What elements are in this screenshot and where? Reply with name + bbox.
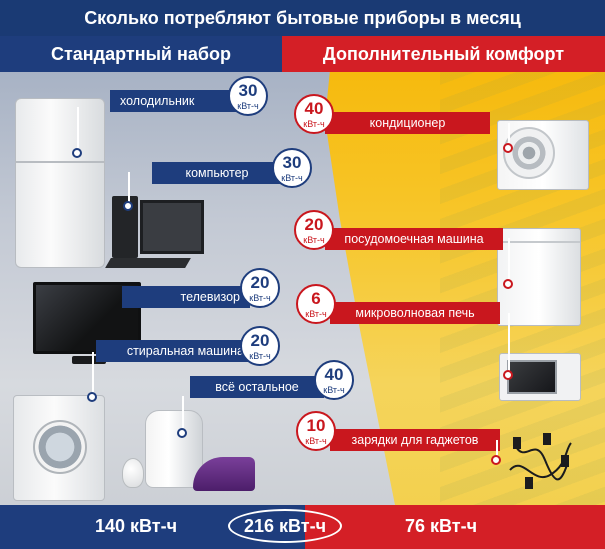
- badge-unit: кВт-ч: [303, 235, 325, 245]
- header-standard: Стандартный набор: [0, 36, 282, 72]
- connector-line: [508, 313, 510, 375]
- badge-value: 30: [282, 153, 302, 172]
- light-bulb-image: [122, 458, 144, 488]
- label-washing-machine: стиральная машина: [96, 340, 254, 362]
- badge-computer: 30 кВт-ч: [272, 148, 312, 188]
- label-air-conditioner: кондиционер: [325, 112, 490, 134]
- badge-other: 40 кВт-ч: [314, 360, 354, 400]
- badge-dishwasher: 20 кВт-ч: [294, 210, 334, 250]
- badge-value: 20: [250, 331, 270, 350]
- keyboard-image: [105, 258, 191, 268]
- badge-value: 20: [250, 273, 270, 292]
- computer-monitor-image: [140, 200, 204, 254]
- label-tv: телевизор: [122, 286, 250, 308]
- badge-unit: кВт-ч: [237, 101, 259, 111]
- badge-value: 40: [304, 99, 324, 118]
- connector-dot: [491, 455, 501, 465]
- washing-machine-door-image: [33, 420, 87, 474]
- total-standard: 140 кВт-ч: [95, 516, 178, 536]
- badge-unit: кВт-ч: [249, 293, 271, 303]
- total-extra: 76 кВт-ч: [405, 516, 478, 536]
- connector-line: [92, 352, 94, 398]
- connector-line: [508, 123, 510, 149]
- connector-line: [77, 107, 79, 153]
- connector-dot: [503, 279, 513, 289]
- connector-line: [182, 396, 184, 432]
- badge-value: 10: [306, 416, 326, 435]
- badge-chargers: 10 кВт-ч: [296, 411, 336, 451]
- badge-unit: кВт-ч: [249, 351, 271, 361]
- connector-dot: [123, 201, 133, 211]
- badge-value: 30: [238, 81, 258, 100]
- badge-unit: кВт-ч: [303, 119, 325, 129]
- label-computer: компьютер: [152, 162, 282, 184]
- badge-washing-machine: 20 кВт-ч: [240, 326, 280, 366]
- connector-dot: [503, 143, 513, 153]
- badge-unit: кВт-ч: [323, 385, 345, 395]
- badge-microwave: 6 кВт-ч: [296, 284, 336, 324]
- connector-dot: [177, 428, 187, 438]
- badge-unit: кВт-ч: [305, 309, 327, 319]
- badge-value: 6: [311, 289, 321, 308]
- chargers-image: [509, 433, 572, 489]
- badge-fridge: 30 кВт-ч: [228, 76, 268, 116]
- badge-value: 20: [304, 215, 324, 234]
- badge-unit: кВт-ч: [281, 173, 303, 183]
- connector-dot: [503, 370, 513, 380]
- label-chargers: зарядки для гаджетов: [330, 429, 500, 451]
- iron-image: [193, 457, 255, 491]
- fridge-image: [15, 98, 105, 268]
- connector-line: [508, 238, 510, 284]
- page-title: Сколько потребляют бытовые приборы в мес…: [0, 0, 605, 36]
- connector-dot: [72, 148, 82, 158]
- label-other: всё остальное: [190, 376, 324, 398]
- badge-value: 40: [324, 365, 344, 384]
- kettle-image: [145, 410, 203, 488]
- air-conditioner-fan-image: [503, 127, 555, 179]
- badge-tv: 20 кВт-ч: [240, 268, 280, 308]
- connector-dot: [87, 392, 97, 402]
- connector-line: [128, 172, 130, 206]
- header-extra: Дополнительный комфорт: [282, 36, 605, 72]
- connector-line: [496, 440, 498, 460]
- total-all: 216 кВт-ч: [228, 509, 342, 543]
- microwave-window-image: [507, 360, 557, 394]
- footer-extra: [305, 505, 605, 549]
- label-dishwasher: посудомоечная машина: [325, 228, 503, 250]
- tv-stand-image: [72, 356, 106, 364]
- label-fridge: холодильник: [110, 90, 238, 112]
- badge-air-conditioner: 40 кВт-ч: [294, 94, 334, 134]
- label-microwave: микроволновая печь: [330, 302, 500, 324]
- badge-unit: кВт-ч: [305, 436, 327, 446]
- dishwasher-image: [497, 228, 581, 326]
